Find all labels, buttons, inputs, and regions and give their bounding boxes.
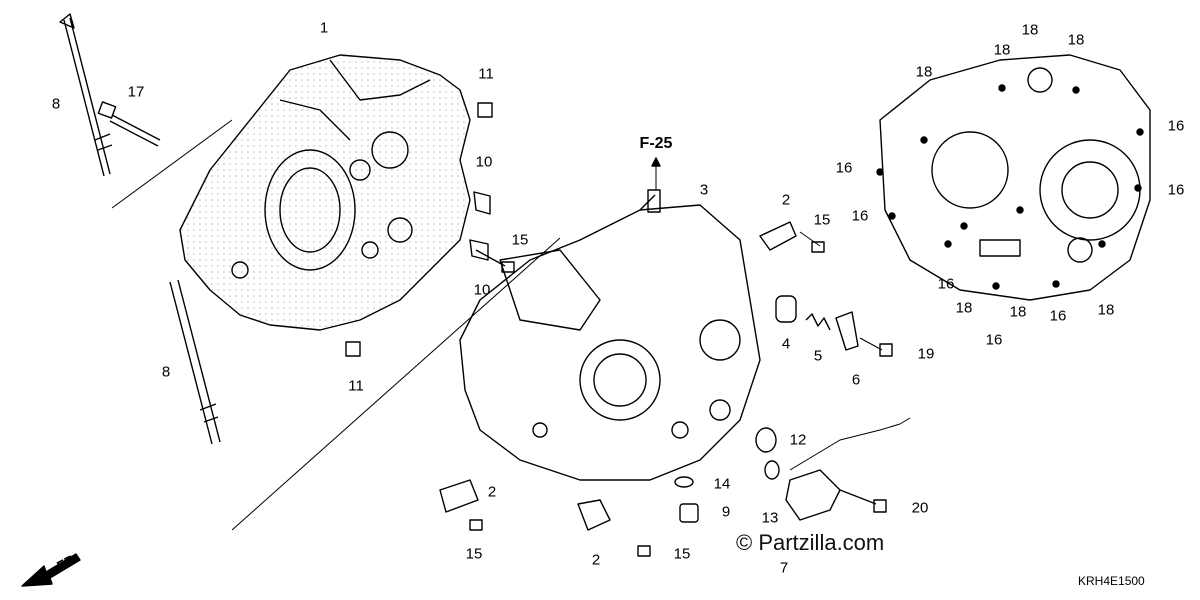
callout-11-upper: 11 — [478, 65, 494, 83]
callout-20: 20 — [911, 499, 929, 517]
bracket-6 — [835, 311, 859, 351]
stud-bolt-upper — [59, 13, 113, 177]
o-ring-13 — [764, 460, 780, 480]
bracket-10-upper — [473, 191, 491, 215]
callout-16: 16 — [985, 331, 1003, 349]
callout-18: 18 — [1021, 21, 1039, 39]
left-crankcase — [179, 54, 471, 331]
oil-seal-12 — [755, 427, 777, 453]
callout-14: 14 — [713, 475, 731, 493]
callout-18: 18 — [993, 41, 1011, 59]
bolt-20 — [839, 489, 877, 505]
callout-7: 7 — [779, 559, 789, 577]
callout-16: 16 — [851, 207, 869, 225]
callout-2-left: 2 — [487, 483, 497, 501]
bracket-2-upper — [759, 221, 797, 251]
spacer-4 — [775, 295, 797, 323]
callout-18: 18 — [955, 299, 973, 317]
front-direction-arrow — [21, 553, 81, 587]
callout-15-center: 15 — [511, 231, 529, 249]
callout-10-lower: 10 — [473, 281, 491, 299]
callout-16: 16 — [1049, 307, 1067, 325]
callout-11-lower: 11 — [348, 377, 364, 395]
dowel-pin-lower — [345, 341, 361, 357]
bolt-17 — [97, 101, 161, 147]
bolt-15-upper — [811, 241, 825, 253]
callout-8-lower: 8 — [161, 363, 171, 381]
watermark: © Partzilla.com — [736, 530, 885, 555]
callout-19: 19 — [917, 345, 935, 363]
bracket-10-lower — [469, 239, 489, 261]
callout-12: 12 — [789, 431, 807, 449]
spring-5 — [805, 313, 831, 331]
callout-18: 18 — [1097, 301, 1115, 319]
callout-18: 18 — [1009, 303, 1027, 321]
bolt-15-left — [469, 519, 483, 531]
callout-17: 17 — [127, 83, 145, 101]
diagram-code: KRH4E1500 — [1078, 574, 1145, 588]
callout-3: 3 — [699, 181, 709, 199]
callout-16: 16 — [1167, 117, 1185, 135]
callout-2-upper: 2 — [781, 191, 791, 209]
washer-14 — [674, 476, 694, 488]
dowel-pin-upper — [477, 102, 493, 118]
bolt-15-bottom — [637, 545, 651, 557]
callout-15-bottom: 15 — [673, 545, 691, 563]
callout-9: 9 — [721, 503, 731, 521]
reference-f25: F-25 — [639, 135, 673, 152]
drain-plug-9 — [679, 503, 699, 523]
bolt-15-center — [475, 249, 515, 273]
callout-18: 18 — [1067, 31, 1085, 49]
bracket-2-bottom — [577, 499, 611, 531]
callout-18: 18 — [915, 63, 933, 81]
callout-5: 5 — [813, 347, 823, 365]
bracket-2-left — [439, 479, 479, 513]
right-crankcase — [459, 189, 761, 481]
callout-16: 16 — [1167, 181, 1185, 199]
callout-8-upper: 8 — [51, 95, 61, 113]
sensor-7 — [785, 417, 911, 521]
callout-1: 1 — [319, 19, 329, 37]
callout-15-upper: 15 — [813, 211, 831, 229]
callout-15-left: 15 — [465, 545, 483, 563]
callout-10-upper: 10 — [475, 153, 493, 171]
stud-bolt-lower — [169, 279, 221, 445]
callout-16: 16 — [835, 159, 853, 177]
callout-4: 4 — [781, 335, 791, 353]
bolt-19 — [879, 343, 893, 357]
callout-13: 13 — [761, 509, 779, 527]
callout-6: 6 — [851, 371, 861, 389]
crankcase-inner-view — [876, 54, 1151, 301]
callout-2-bottom: 2 — [591, 551, 601, 569]
callout-16: 16 — [937, 275, 955, 293]
